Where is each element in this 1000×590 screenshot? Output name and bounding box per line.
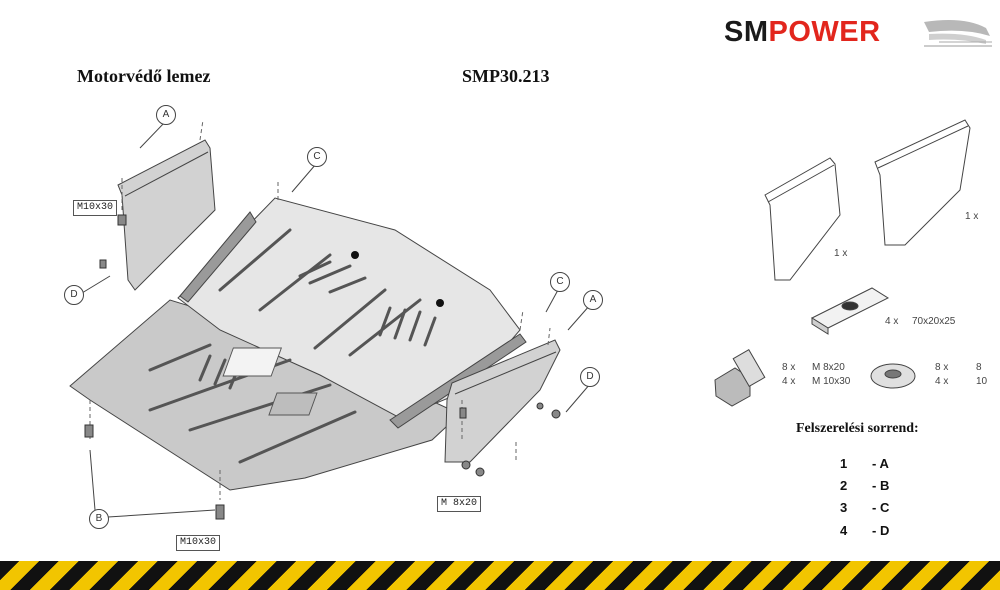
callout-a-right: A: [583, 290, 603, 310]
washer-size-1: 8: [976, 362, 982, 373]
brand-logo-sm: SM: [724, 16, 769, 48]
install-step: 3- C: [840, 500, 890, 515]
brand-logo: SMPOWER: [724, 12, 992, 52]
bolt-qty-2: 4 x: [782, 376, 796, 387]
bolt-size-2: M 10x30: [812, 376, 851, 387]
bracket-right: [444, 339, 561, 463]
bracket-left-qty: 1 x: [834, 248, 848, 259]
brand-logo-power: POWER: [768, 16, 881, 48]
bracket-left: [117, 139, 216, 291]
bolt-label-m8x20: M 8x20: [437, 496, 482, 512]
hazard-stripe-footer: [0, 561, 1000, 590]
install-step: 1- A: [840, 456, 889, 471]
bolt-label-m10x30-top: M10x30: [73, 200, 118, 216]
callout-d-right: D: [580, 367, 600, 387]
callout-c-right: C: [550, 272, 570, 292]
part-number: SMP30.213: [462, 66, 550, 86]
bolt-size-1: M 8x20: [812, 362, 845, 373]
install-step: 4- D: [840, 523, 890, 538]
bolt-label-m10x30-bottom: M10x30: [176, 535, 221, 551]
page-title: Motorvédő lemez: [77, 66, 211, 86]
washer-qty-1: 8 x: [935, 362, 949, 373]
washer-qty-2: 4 x: [935, 376, 949, 387]
callout-a-top: A: [156, 105, 176, 125]
plate-qty: 4 x: [885, 316, 899, 327]
brand-swoosh-icon: [924, 20, 992, 47]
plate-size: 70x20x25: [912, 316, 956, 327]
callout-c-top: C: [307, 147, 327, 167]
install-step: 2- B: [840, 478, 890, 493]
install-order-title: Felszerelési sorrend:: [796, 421, 919, 436]
callout-d-left: D: [64, 285, 84, 305]
bolt-qty-1: 8 x: [782, 362, 796, 373]
parts-list-illustrations: [714, 119, 971, 407]
callout-b-bottom: B: [89, 509, 109, 529]
bracket-right-qty: 1 x: [965, 211, 979, 222]
washer-size-2: 10: [976, 376, 988, 387]
